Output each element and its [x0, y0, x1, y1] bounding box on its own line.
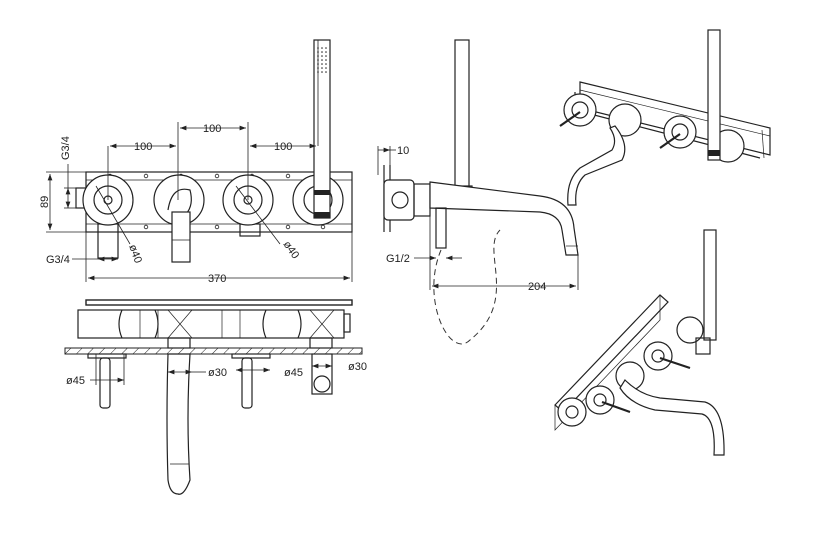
- diameter-right-handle: ø45: [284, 367, 303, 379]
- dim-spacing-right: 100: [274, 141, 292, 153]
- spout-bottom: [166, 353, 191, 495]
- thread-top: G3/4: [60, 136, 72, 160]
- dim-spacing-middle: 100: [203, 123, 221, 135]
- thread-bottom: G3/4: [46, 254, 70, 266]
- side-view: 10 G1/2 204: [377, 39, 579, 345]
- shower-hose: [433, 229, 501, 345]
- handle-right: [241, 357, 253, 409]
- diameter-left-handle: ø45: [66, 375, 85, 387]
- handle-left: [99, 357, 111, 409]
- thread-g12: G1/2: [386, 253, 410, 265]
- front-view: 100 100 100 89 G3/4 G3/4 370 ø40 ø40: [39, 39, 353, 285]
- spout-side: [429, 181, 579, 256]
- bottom-view: ø45 ø30 ø45 ø30: [64, 299, 367, 495]
- spout-front: [153, 174, 205, 263]
- isometric-view-bottom: [554, 229, 725, 456]
- hand-shower-side: [454, 39, 470, 191]
- wall-section: [64, 347, 363, 355]
- front-dimensions: [46, 40, 353, 282]
- dim-spout-length: 204: [528, 281, 546, 293]
- dim-spacing-left: 100: [134, 141, 152, 153]
- diameter-shower-outlet: ø30: [348, 361, 367, 373]
- diameter-spout: ø30: [208, 367, 227, 379]
- diameter-right: ø40: [281, 239, 302, 261]
- plate-screw-holes: [107, 173, 326, 230]
- dim-offset: 10: [397, 145, 409, 157]
- dim-total-width: 370: [208, 273, 226, 285]
- isometric-view-top: [559, 29, 771, 206]
- dim-height: 89: [39, 196, 51, 208]
- diameter-left: ø40: [126, 243, 144, 265]
